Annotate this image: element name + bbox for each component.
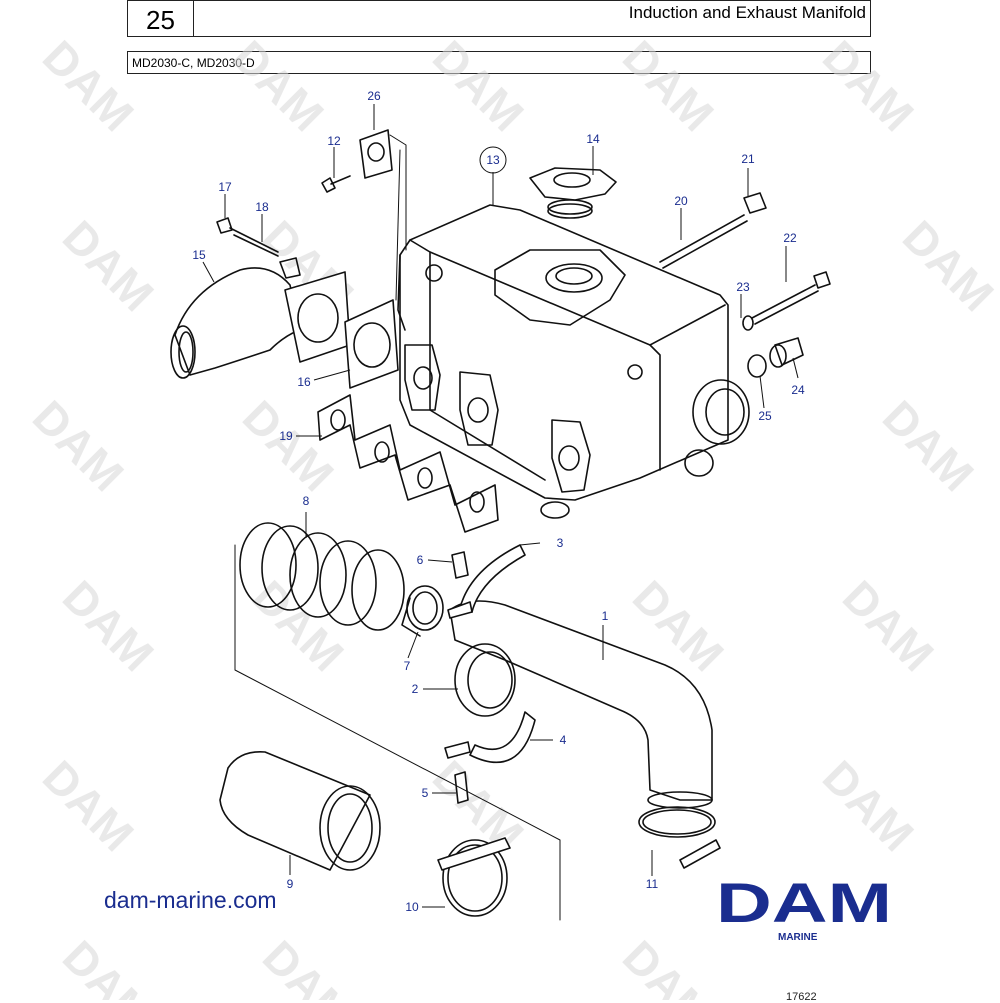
callout-16: 16: [297, 375, 311, 389]
plug-part: [747, 337, 804, 378]
watermark-text: DAM: [23, 390, 134, 501]
watermark-text: DAM: [873, 390, 984, 501]
exhaust-elbow-part: [170, 257, 301, 379]
callout-11: 11: [646, 877, 659, 891]
sleeve-7-part: [401, 585, 444, 637]
page-number: 25: [128, 1, 194, 36]
callout-5: 5: [422, 786, 429, 800]
hose-clamp-11-part: [638, 806, 721, 869]
watermark-text: DAM: [253, 930, 364, 1000]
callout-6: 6: [417, 553, 424, 567]
stud-20-part: [659, 192, 767, 269]
bolt-12-part: [321, 175, 351, 193]
callout-10: 10: [405, 900, 419, 914]
callout-15: 15: [192, 248, 206, 262]
watermark-text: DAM: [613, 930, 724, 1000]
watermark-text: DAM: [833, 570, 944, 681]
callout-8: 8: [303, 494, 310, 508]
callout-4: 4: [560, 733, 567, 747]
watermark-text: DAM: [53, 210, 164, 321]
filler-cap-part: [529, 167, 617, 219]
drawing-reference: 17622: [786, 991, 817, 1003]
callout-3: 3: [557, 536, 564, 550]
callout-18: 18: [255, 200, 269, 214]
callout-22: 22: [783, 231, 797, 245]
watermark-text: DAM: [613, 30, 724, 141]
dam-logo: DAM: [716, 876, 892, 930]
page-title: Induction and Exhaust Manifold: [628, 3, 866, 22]
callout-26: 26: [367, 89, 381, 103]
callout-7: 7: [404, 659, 411, 673]
bolt-6-part: [451, 551, 469, 579]
watermark-text: DAM: [33, 30, 144, 141]
callout-21: 21: [741, 152, 755, 166]
flange-gasket-part: [284, 271, 399, 389]
leader-lines: [202, 104, 799, 908]
hose-part: [219, 751, 381, 871]
clamp-upper-part: [447, 544, 526, 619]
callout-13-circle: [479, 146, 507, 174]
callout-23: 23: [736, 280, 750, 294]
callout-25: 25: [758, 409, 772, 423]
callout-24: 24: [791, 383, 805, 397]
callout-13: 13: [486, 153, 500, 167]
stud-nut-part: [216, 217, 279, 257]
callout-1: 1: [602, 609, 609, 623]
group-bracket-lines: [234, 134, 561, 921]
watermark-text: DAM: [223, 30, 334, 141]
watermark-text: DAM: [813, 750, 924, 861]
manifold-body-part: [397, 204, 750, 519]
brand-wordmark: DAM: [716, 876, 892, 930]
website-link[interactable]: dam-marine.com: [104, 887, 277, 913]
watermark-text: DAM: [243, 570, 354, 681]
watermark-text: DAM: [813, 30, 924, 141]
watermark-text: DAM: [53, 930, 164, 1000]
brand-subtitle: MARINE: [778, 932, 818, 943]
callout-9: 9: [287, 877, 294, 891]
callout-14: 14: [586, 132, 600, 146]
callout-2: 2: [412, 682, 419, 696]
lifting-eye-part: [359, 129, 393, 179]
watermark-text: DAM: [423, 30, 534, 141]
manifold-gasket-part: [317, 394, 499, 533]
bolt-5-part: [454, 771, 469, 804]
callout-20: 20: [674, 194, 688, 208]
callout-12: 12: [327, 134, 341, 148]
callout-19: 19: [279, 429, 293, 443]
watermark-text: DAM: [893, 210, 1000, 321]
header-box: 25 Induction and Exhaust Manifold: [127, 0, 871, 37]
exhaust-pipe-part: [449, 600, 713, 809]
model-designation: MD2030-C, MD2030-D: [127, 51, 871, 74]
clamp-lower-part: [444, 711, 536, 764]
coil-spring-part: [239, 522, 405, 631]
hose-clamp-10-part: [437, 837, 511, 917]
bolt-22-part: [742, 271, 831, 331]
watermark-text: DAM: [33, 750, 144, 861]
callout-17: 17: [218, 180, 232, 194]
sleeve-2-part: [454, 643, 516, 717]
watermark-text: DAM: [53, 570, 164, 681]
